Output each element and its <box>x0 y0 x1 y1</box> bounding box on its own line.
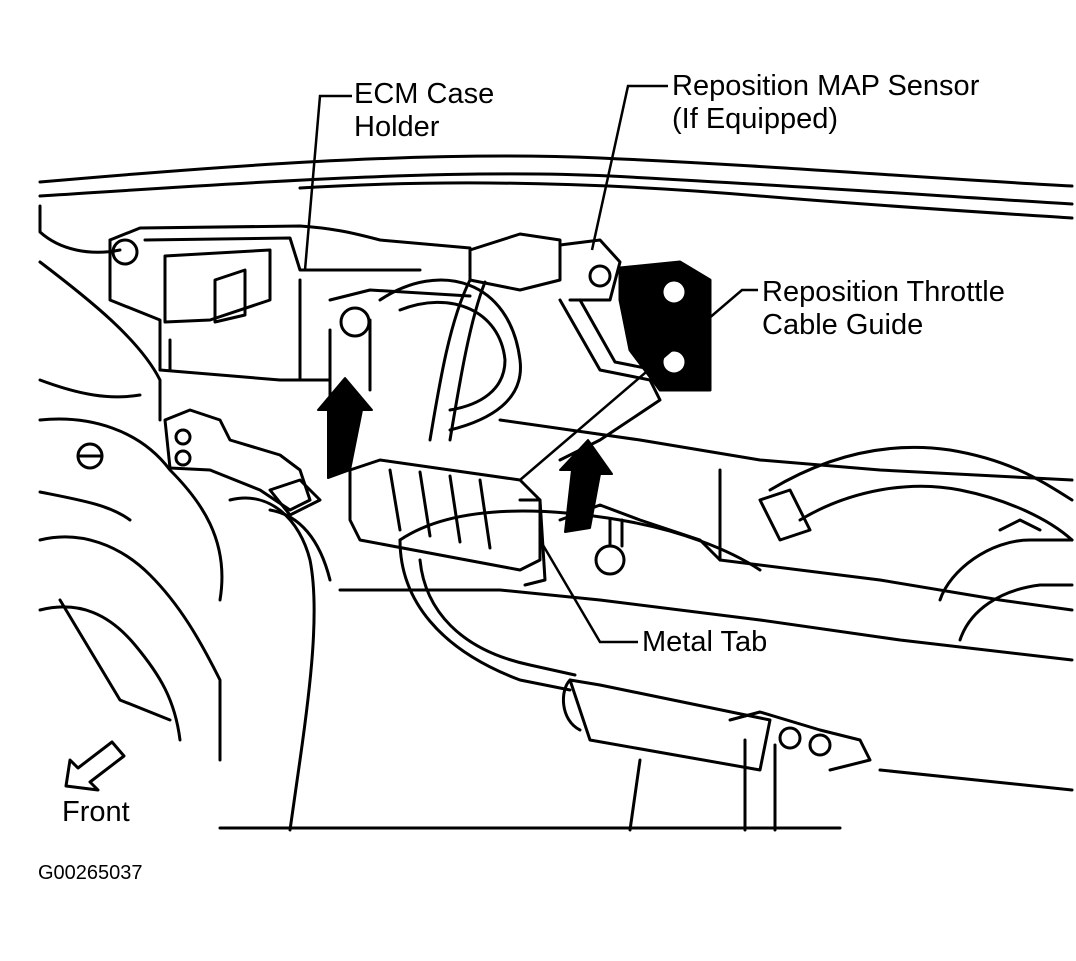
ecm-holder-lip-2 <box>328 288 472 302</box>
connector-tab <box>518 498 547 587</box>
strut-dome-2 <box>38 490 132 522</box>
lower-hose <box>38 535 222 762</box>
label-ecm-line-1: ECM Case <box>354 78 495 110</box>
strut-outline <box>38 260 162 422</box>
right-bump <box>998 518 1042 532</box>
right-hose-2 <box>798 484 1074 542</box>
ecm-holder-slot <box>213 268 247 324</box>
mount-plate <box>618 260 712 392</box>
leader-ecm <box>303 94 352 271</box>
ecm-holder-inner <box>143 236 422 272</box>
engine-top-4 <box>338 588 1074 662</box>
cable-sleeve-end <box>561 678 582 732</box>
label-throttle-line-1: Reposition Throttle <box>762 276 1005 308</box>
cowl-edge <box>38 154 1074 188</box>
clamp-left <box>268 478 322 517</box>
bracket-hole-1 <box>174 428 192 446</box>
label-map-line-2: (If Equipped) <box>672 103 839 135</box>
label-throttle-line-2: Cable Guide <box>762 309 924 341</box>
ecm-holder-front <box>163 248 272 324</box>
bracket-hole-2 <box>174 449 192 467</box>
label-map-sensor: Reposition MAP Sensor (If Equipped) <box>672 70 979 136</box>
connector <box>348 458 542 572</box>
bottom-post <box>743 738 777 832</box>
map-sensor-hose-2 <box>448 280 487 442</box>
lower-hose-3 <box>58 598 172 722</box>
post-bolt <box>339 306 371 338</box>
cowl-lower <box>38 204 122 254</box>
engine-top-2 <box>718 468 1074 612</box>
cable-sleeve <box>568 678 772 772</box>
up-arrow-left <box>317 377 373 479</box>
label-front: Front <box>62 796 130 828</box>
label-map-line-1: Reposition MAP Sensor <box>672 70 980 102</box>
bottom-bracket <box>728 710 872 772</box>
connector-ribs <box>388 468 492 550</box>
bottom-bolt-2 <box>808 733 832 757</box>
map-sensor-body <box>468 232 562 292</box>
hose-loop-inner <box>398 300 507 412</box>
map-sensor-bolt <box>588 264 612 288</box>
right-hose <box>768 445 1074 502</box>
plate-bolt-2 <box>660 348 688 376</box>
center-hose-2 <box>268 508 332 582</box>
throttle-cable-outer <box>398 509 762 572</box>
strut-outline-2 <box>38 378 142 399</box>
hose-loop <box>378 278 522 432</box>
plate-bolt-1 <box>660 278 688 306</box>
bracket <box>163 408 312 512</box>
engine-top <box>498 418 1074 482</box>
right-hose-clamp <box>758 488 812 542</box>
map-sensor-body-2 <box>558 238 622 302</box>
bottom-bolt-1 <box>778 726 802 750</box>
cable-guide-tube <box>558 298 662 462</box>
cowl-edge-2 <box>38 172 1074 206</box>
leader-metal-tab <box>538 539 638 644</box>
label-throttle-guide: Reposition Throttle Cable Guide <box>762 276 1005 342</box>
right-hose-end-2 <box>958 583 1074 642</box>
right-hose-end <box>938 538 1074 602</box>
ecm-bolt <box>111 238 139 266</box>
label-ecm-line-2: Holder <box>354 111 440 143</box>
throttle-cable-lower-2 <box>418 558 577 677</box>
leader-map <box>590 84 668 251</box>
strut-dome <box>38 417 224 602</box>
map-sensor-hose <box>428 278 472 442</box>
label-metal-tab: Metal Tab <box>642 626 768 658</box>
bottom-line <box>628 758 1074 832</box>
engine-bolt <box>594 544 626 576</box>
leader-throttle <box>519 288 758 481</box>
ecm-holder-outline <box>108 224 472 250</box>
center-hose <box>228 496 316 832</box>
ecm-holder-side <box>108 238 332 382</box>
throttle-cable-lower <box>398 538 572 692</box>
lower-hose-2 <box>38 605 182 742</box>
figure-id: G00265037 <box>38 862 143 884</box>
label-ecm-case-holder: ECM Case Holder <box>354 78 494 144</box>
front-arrow-icon <box>64 740 126 792</box>
up-arrow-right <box>559 439 613 533</box>
cowl-edge-3 <box>298 181 1074 220</box>
